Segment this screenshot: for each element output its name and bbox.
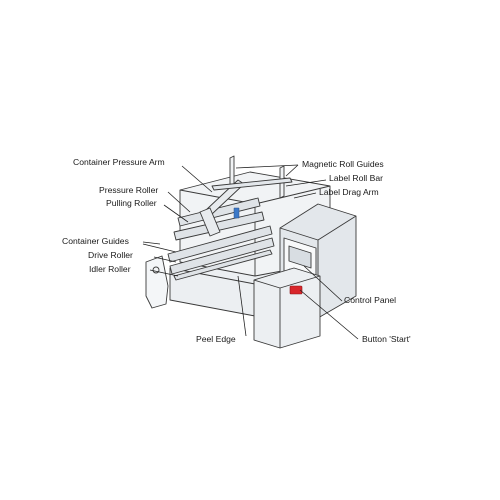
label-container-pressure-arm: Container Pressure Arm [73,157,165,167]
leader-drive-roller [153,256,177,263]
leader-idler-roller [149,269,179,277]
leader-lines [142,164,359,340]
left-bracket [145,255,169,309]
label-pressure-roller: Pressure Roller [99,185,159,195]
start-button [289,285,303,295]
label-button-start: Button 'Start' [362,334,411,344]
leader-pulling-roller [163,204,189,223]
leader-magnetic-roll-guides-2 [285,164,299,177]
label-container-guides: Container Guides [62,236,129,246]
label-roll-bar [211,177,293,191]
label-label-drag-arm: Label Drag Arm [319,187,379,197]
lower-cabinet [253,267,321,349]
label-idler-roller: Idler Roller [89,264,131,274]
leader-peel-edge [237,275,247,337]
leader-label-roll-bar [285,179,327,187]
label-drive-roller: Drive Roller [88,250,133,260]
rollers [167,197,275,275]
leader-magnetic-roll-guides-1 [235,164,299,169]
label-control-panel: Control Panel [344,295,397,305]
peel-edge [173,249,273,281]
leader-container-guides-2 [142,243,177,253]
label-magnetic-roll-guides: Magnetic Roll Guides [302,159,384,169]
leader-button-start [299,289,359,340]
label-pulling-roller: Pulling Roller [106,198,157,208]
leader-pressure-roller [167,191,191,213]
leader-label-drag-arm [293,192,317,199]
leader-control-panel [303,265,343,302]
leader-container-guides-1 [142,241,161,245]
label-label-roll-bar: Label Roll Bar [329,173,383,183]
leader-container-pressure-arm [181,165,213,193]
label-peel-edge: Peel Edge [196,334,236,344]
